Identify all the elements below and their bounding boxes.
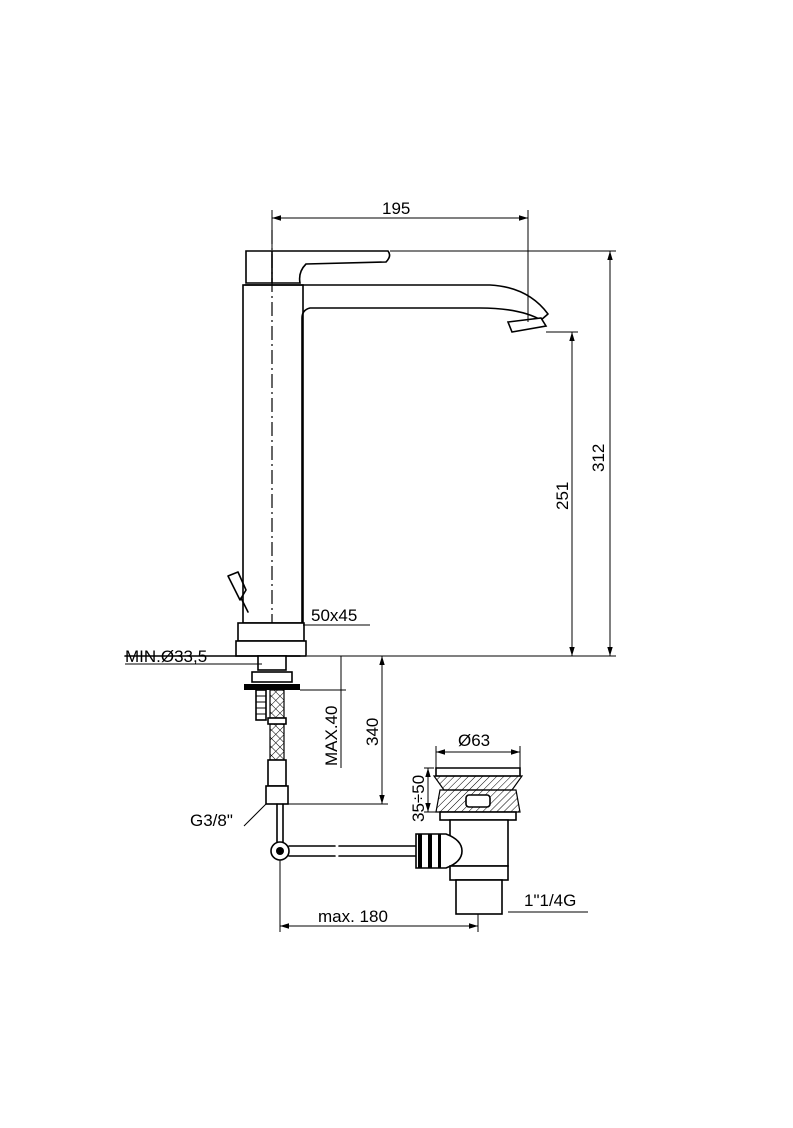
- dim-under-length: 340: [363, 718, 382, 746]
- dim-connection: G3/8": [190, 811, 233, 830]
- dim-spout-height: 251: [553, 482, 572, 510]
- dim-max-deck: MAX.40: [322, 706, 341, 766]
- dimension-lines: [125, 210, 616, 932]
- dim-total-height: 312: [589, 444, 608, 472]
- faucet-body: [227, 230, 549, 662]
- dim-rod-reach: max. 180: [318, 907, 388, 926]
- dim-waste-adjust: 35÷50: [409, 775, 428, 822]
- dim-waste-thread: 1"1/4G: [524, 891, 576, 910]
- dim-body-section: 50x45: [311, 606, 357, 625]
- under-sink-fixing: [124, 655, 416, 861]
- dim-min-hole: MIN.Ø33,5: [125, 647, 207, 666]
- waste-assembly: [415, 767, 524, 915]
- dim-waste-diameter: Ø63: [458, 731, 490, 750]
- dim-spout-reach: 195: [382, 199, 410, 218]
